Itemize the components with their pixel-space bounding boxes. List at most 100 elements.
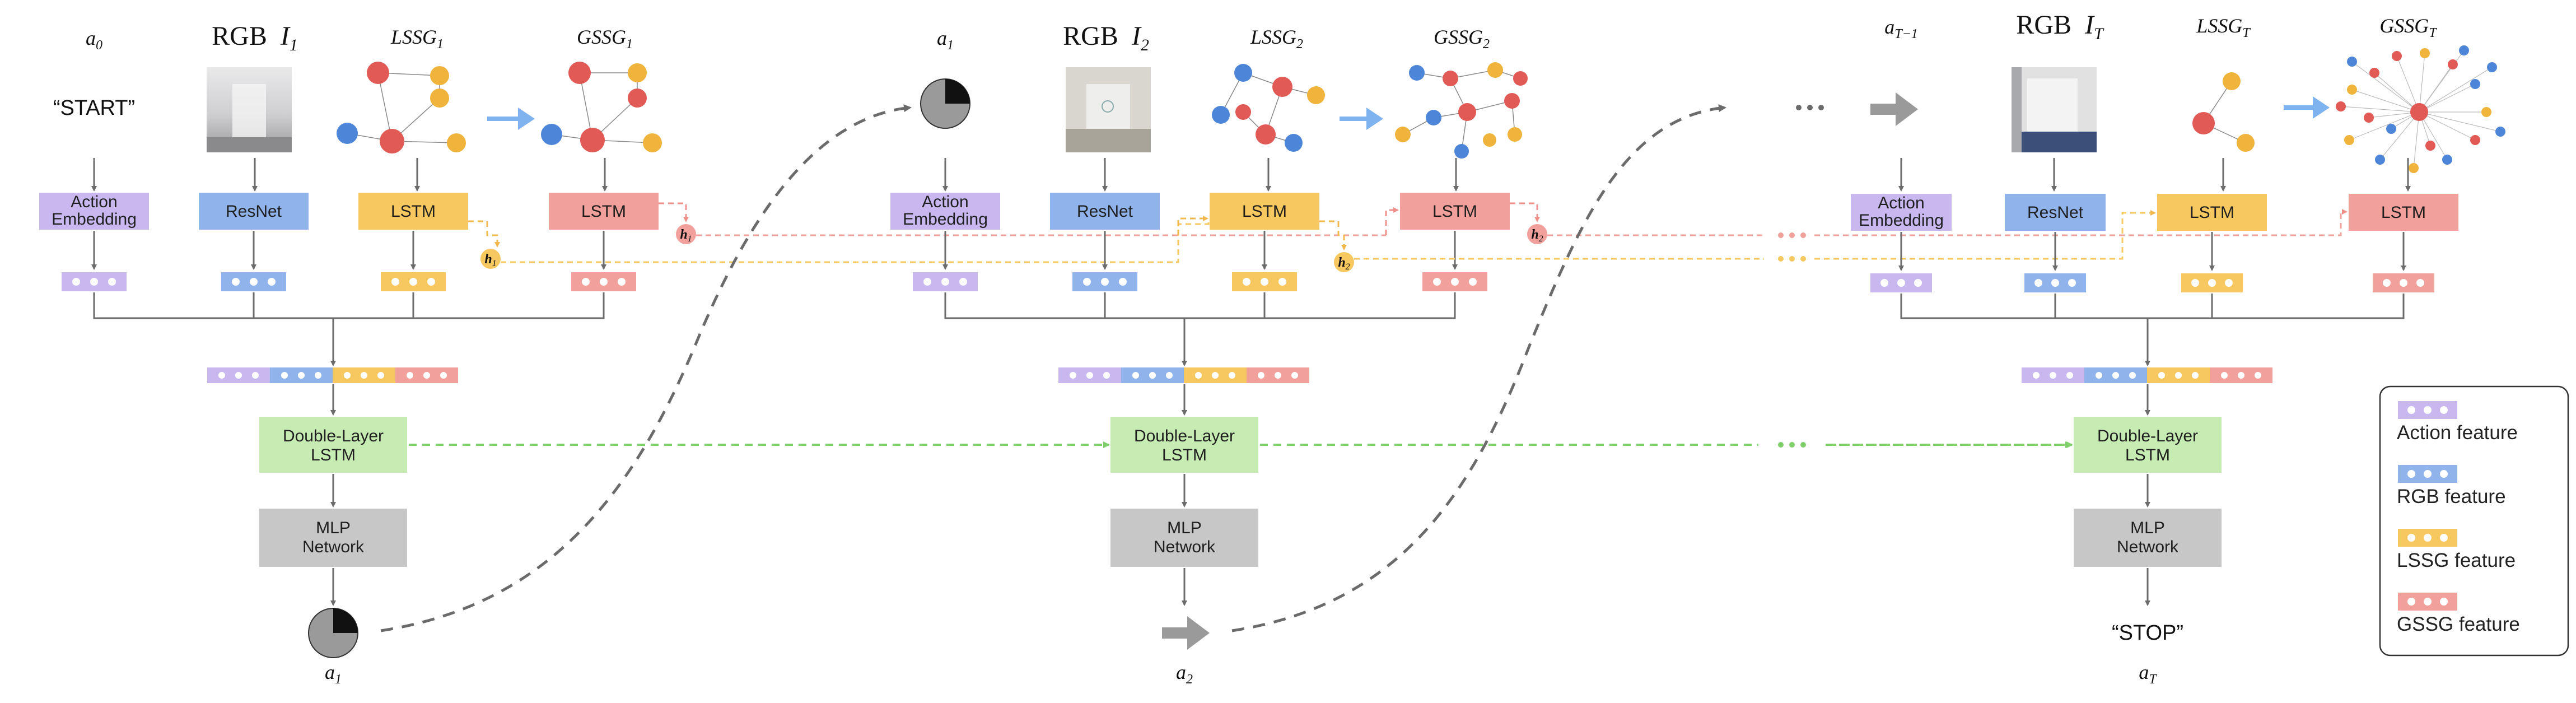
gssg-feature-vector xyxy=(2373,273,2434,292)
gssg-graph xyxy=(2336,45,2505,173)
double-layer-lstm-box xyxy=(259,417,407,473)
action-feature-vector xyxy=(1870,273,1932,292)
hidden-state-gssg-h1 xyxy=(676,224,696,244)
double-layer-lstm-box xyxy=(1110,417,1258,473)
rgb-feature-vector xyxy=(1072,272,1137,291)
svg-text:LSTM: LSTM xyxy=(1162,446,1207,464)
svg-text:Embedding: Embedding xyxy=(1859,211,1944,230)
lssg-feature-vector xyxy=(2181,273,2243,292)
svg-text:MLP: MLP xyxy=(316,519,351,537)
svg-text:LSTM: LSTM xyxy=(391,202,436,221)
action-embedding-box xyxy=(39,193,149,230)
lssg-lstm-box xyxy=(1210,193,1319,230)
svg-text:ResNet: ResNet xyxy=(226,202,282,221)
svg-text:LSTM: LSTM xyxy=(1242,202,1287,221)
rgb-feature-vector xyxy=(2024,273,2086,292)
lssg-feature-vector xyxy=(1232,272,1297,291)
mlp-network-box xyxy=(1110,509,1258,567)
output-action-icon xyxy=(308,608,358,658)
rgb-image xyxy=(2012,67,2097,152)
svg-text:Double-Layer: Double-Layer xyxy=(2097,427,2198,445)
sg-update-arrow xyxy=(487,108,535,130)
gssg-feature-vector xyxy=(1422,272,1487,291)
svg-text:LSTM: LSTM xyxy=(311,446,356,464)
lssg-label: LSSGT xyxy=(2196,15,2251,40)
double-layer-lstm-box xyxy=(2074,417,2222,473)
svg-text:Embedding: Embedding xyxy=(903,210,988,229)
gssg-lstm-box xyxy=(1400,193,1510,230)
input-action-icon xyxy=(920,78,970,129)
action-feature-vector xyxy=(913,272,978,291)
resnet-box xyxy=(199,193,309,230)
concat-feature xyxy=(2022,367,2272,383)
svg-text:Network: Network xyxy=(2117,538,2179,556)
action-embedding-box xyxy=(1851,194,1952,231)
lssg-graph xyxy=(337,62,466,153)
svg-text:LSSG feature: LSSG feature xyxy=(2397,550,2516,571)
hidden-state-gssg-h2 xyxy=(1527,224,1547,244)
svg-text:h1: h1 xyxy=(484,252,496,268)
concat-feature xyxy=(207,367,458,383)
svg-text:Network: Network xyxy=(302,538,365,556)
gssg-feature-vector xyxy=(571,272,636,291)
action-feature-vector xyxy=(62,272,127,291)
action-embedding-box xyxy=(890,193,1000,230)
svg-text:MLP: MLP xyxy=(2130,519,2165,537)
svg-text:h1: h1 xyxy=(680,227,692,244)
svg-text:LSTM: LSTM xyxy=(2381,203,2426,222)
gssg-label: GSSGT xyxy=(2379,15,2437,40)
output-action-label: aT xyxy=(2139,661,2157,687)
svg-text:GSSG feature: GSSG feature xyxy=(2397,613,2520,635)
action-input-label: a1 xyxy=(937,27,954,53)
action-input-label: a0 xyxy=(86,27,102,53)
continuation-dots xyxy=(1778,105,1824,448)
hidden-state-h2 xyxy=(1334,252,1354,272)
lssg-graph xyxy=(1212,64,1325,152)
svg-text:ResNet: ResNet xyxy=(1077,202,1133,221)
gssg-lstm-box xyxy=(2349,194,2458,231)
mlp-network-box xyxy=(2074,509,2222,567)
mlp-network-box xyxy=(259,509,407,567)
legend-item-action: Action feature xyxy=(2397,401,2518,444)
gssg-graph xyxy=(1395,62,1528,159)
lssg-feature-vector xyxy=(381,272,446,291)
legend-item-gssg: GSSG feature xyxy=(2397,593,2520,635)
output-action-label: a2 xyxy=(1176,661,1193,687)
svg-text:Double-Layer: Double-Layer xyxy=(283,427,384,445)
hidden-state-h1 xyxy=(480,249,501,269)
sg-update-arrow xyxy=(1340,108,1383,130)
action-input-label: aT−1 xyxy=(1884,16,1918,41)
svg-text:LSTM: LSTM xyxy=(2190,203,2234,222)
svg-text:Action: Action xyxy=(1878,194,1924,212)
legend-item-rgb: RGB feature xyxy=(2397,465,2506,508)
svg-text:LSTM: LSTM xyxy=(2125,446,2170,464)
svg-text:Double-Layer: Double-Layer xyxy=(1134,427,1235,445)
lssg-label: LSSG1 xyxy=(390,26,444,52)
svg-text:LSTM: LSTM xyxy=(1432,202,1477,221)
svg-text:Network: Network xyxy=(1154,538,1216,556)
svg-text:Action feature: Action feature xyxy=(2397,422,2518,444)
gssg-label: GSSG1 xyxy=(577,26,633,52)
svg-text:LSTM: LSTM xyxy=(581,202,626,221)
lssg-lstm-box xyxy=(358,193,468,230)
input-action-arrow-icon xyxy=(1870,92,1918,126)
svg-text:h2: h2 xyxy=(1338,255,1350,272)
svg-text:Embedding: Embedding xyxy=(52,210,137,229)
svg-text:h2: h2 xyxy=(1531,227,1543,244)
lssg-label: LSSG2 xyxy=(1250,26,1303,52)
rgb-feature-vector xyxy=(221,272,286,291)
svg-text:MLP: MLP xyxy=(1167,519,1202,537)
start-token: “START” xyxy=(53,96,135,120)
svg-text:Action: Action xyxy=(922,193,968,211)
output-action-arrow-icon xyxy=(1162,616,1210,650)
svg-text:ResNet: ResNet xyxy=(2027,203,2084,222)
lssg-graph xyxy=(2192,72,2255,152)
rgb-image xyxy=(1066,67,1151,152)
